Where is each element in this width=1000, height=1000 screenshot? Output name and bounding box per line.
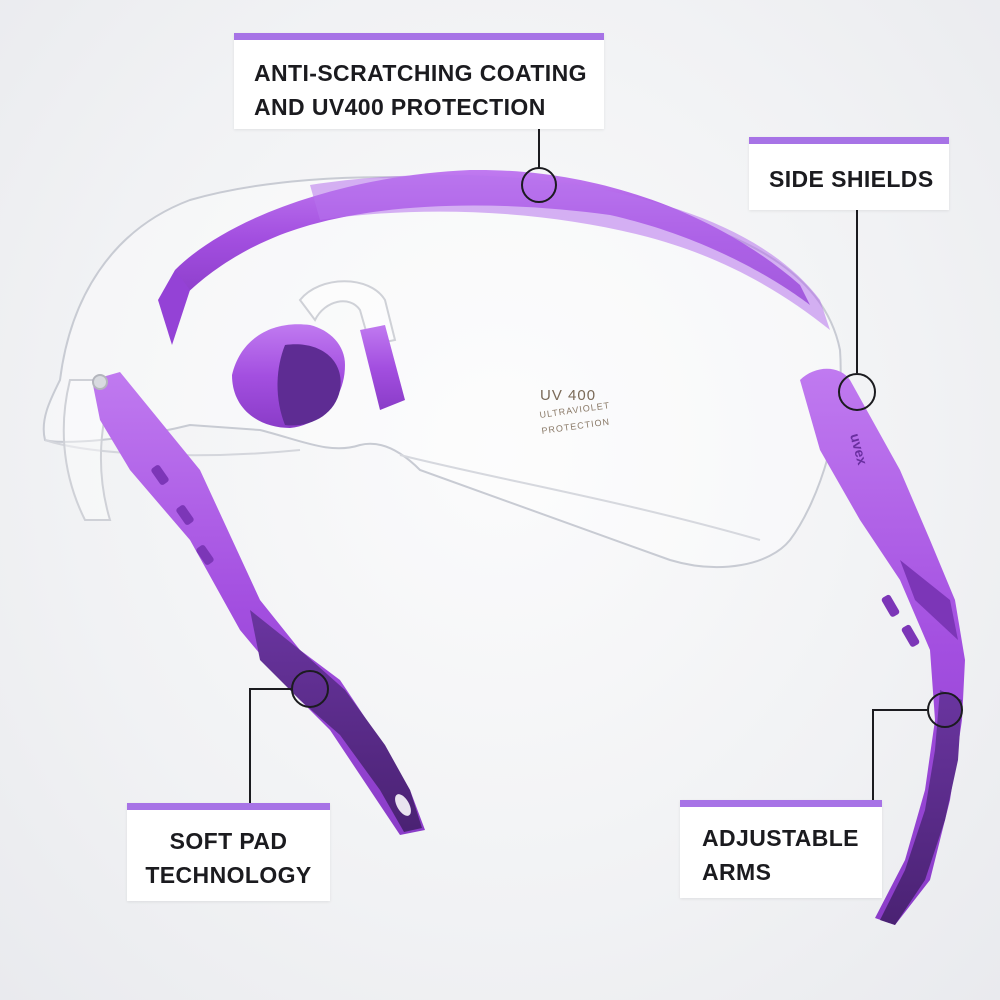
side-shields-callout-line1: SIDE SHIELDS: [769, 166, 934, 192]
left-temple-hole: [395, 794, 411, 816]
arms-marker: [927, 692, 963, 728]
lens-lower-edge: [399, 454, 761, 541]
left-temple-slot: [176, 505, 194, 525]
coating-callout: ANTI-SCRATCHING COATING AND UV400 PROTEC…: [234, 33, 604, 129]
coating-marker: [521, 167, 557, 203]
softpad-leader: [249, 688, 292, 803]
brow-inner-strip: [310, 174, 830, 330]
coating-callout-line1: ANTI-SCRATCHING COATING: [254, 60, 587, 86]
left-temple-slot: [196, 545, 214, 565]
coating-callout-line2: AND UV400 PROTECTION: [254, 94, 546, 120]
softpad-marker: [291, 670, 329, 708]
arms-leader: [872, 709, 927, 800]
right-temple-slot: [881, 594, 900, 617]
nose-pad-right: [360, 325, 405, 410]
left-hinge-screw: [92, 374, 108, 390]
side-shields-callout: SIDE SHIELDS: [749, 137, 949, 210]
soft-pad-callout-line2: TECHNOLOGY: [145, 862, 312, 888]
nose-pad-left-grip: [277, 344, 341, 426]
adjustable-arms-callout-line2: ARMS: [702, 859, 772, 885]
shields-marker: [838, 373, 876, 411]
soft-pad-callout: SOFT PAD TECHNOLOGY: [127, 803, 330, 901]
left-soft-pad: [250, 610, 422, 832]
brow-bar-lower: [158, 270, 190, 345]
right-temple-slot: [901, 624, 920, 647]
left-temple-slot: [151, 465, 169, 485]
lens: [42, 176, 842, 569]
adjustable-arms-callout-line1: ADJUSTABLE: [702, 825, 859, 851]
right-temple: [800, 368, 965, 925]
right-temple-grip: [900, 560, 958, 640]
lens-uv-label: UV 400: [540, 387, 596, 404]
adjustable-arms-callout: ADJUSTABLE ARMS: [680, 800, 882, 898]
right-soft-pad: [880, 690, 962, 925]
soft-pad-callout-line1: SOFT PAD: [169, 828, 288, 854]
